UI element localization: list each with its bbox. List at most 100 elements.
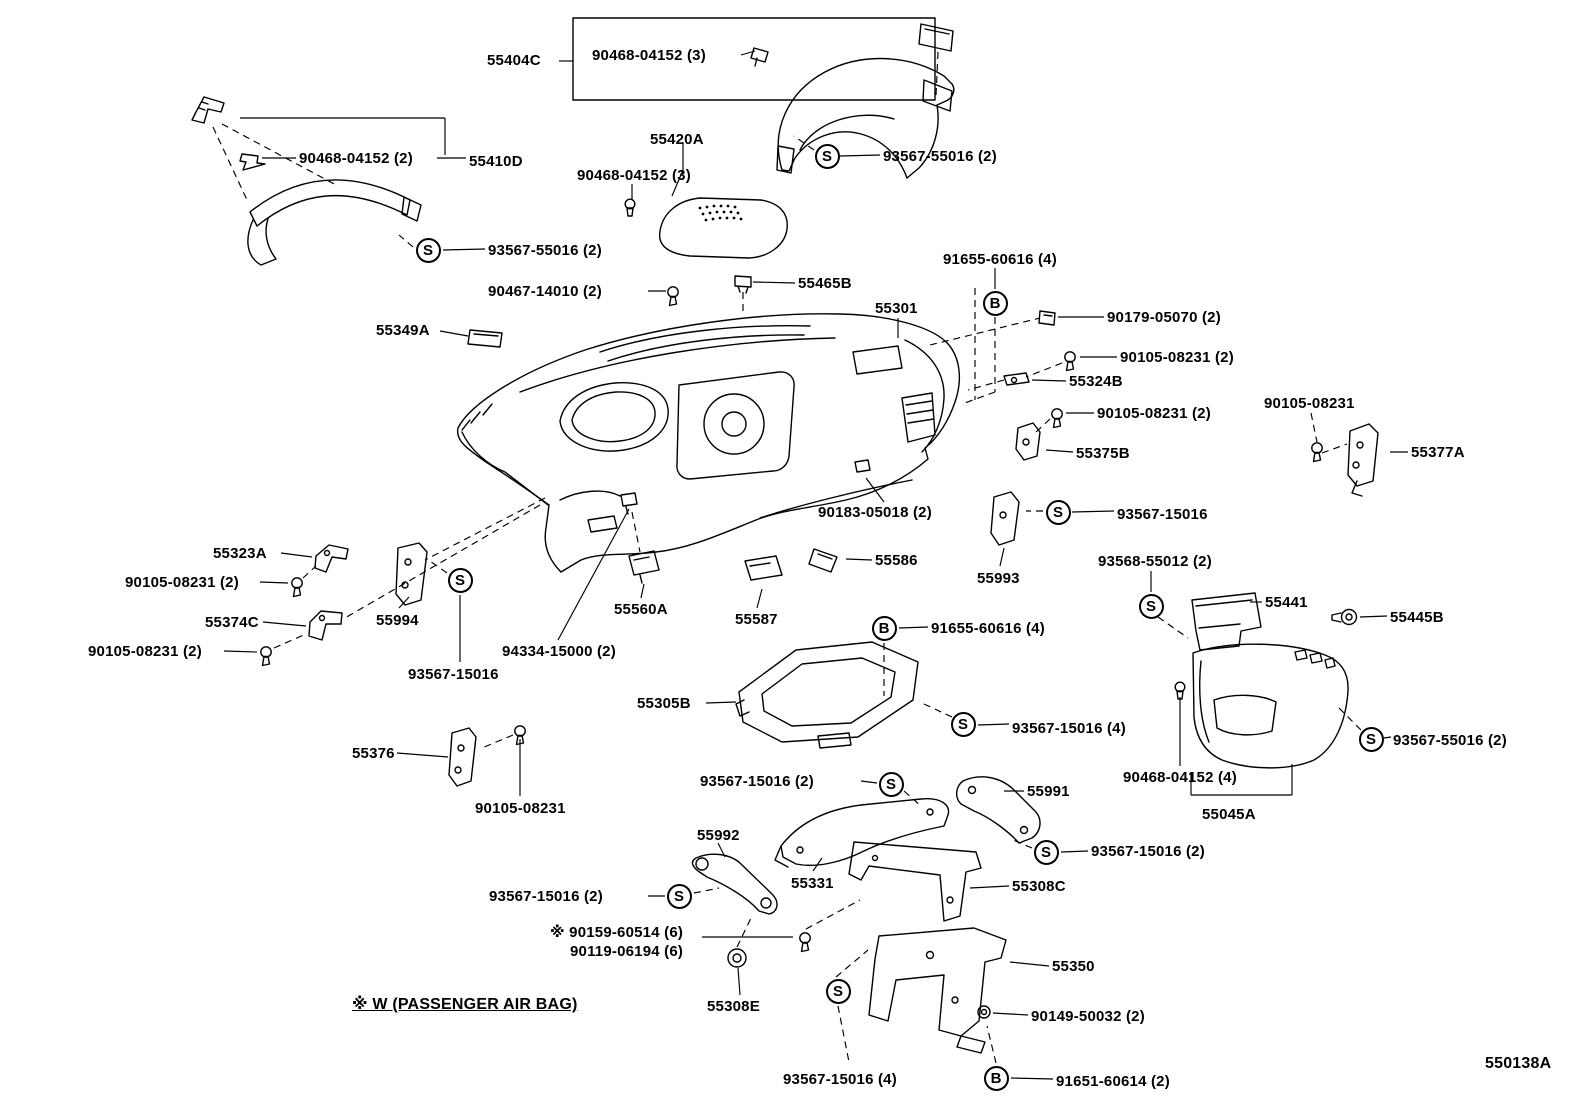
part-55445B-knob: [1331, 608, 1358, 626]
part-55323A-bracket: [314, 544, 349, 573]
part-label-91655-60616-4: 91655-60616 (4): [931, 620, 1045, 637]
part-55305B-glove-frame: [735, 641, 919, 749]
part-label-90179-05070-2: 90179-05070 (2): [1107, 309, 1221, 326]
part-label-90468-04152-3: 90468-04152 (3): [577, 167, 691, 184]
part-55586-wedge: [808, 548, 838, 573]
part-label-55350: 55350: [1052, 958, 1095, 975]
leader-line: [396, 752, 449, 758]
part-55410D-garnish: [191, 96, 422, 266]
part-label-55323A: 55323A: [213, 545, 267, 562]
part-label-91651-60614-2: 91651-60614 (2): [1056, 1073, 1170, 1090]
bolt-icon: [1064, 351, 1076, 372]
part-label-55045A: 55045A: [1202, 806, 1256, 823]
part-label-55441: 55441: [1265, 594, 1308, 611]
assembly-dashed-line: [929, 317, 1041, 346]
part-label-93567-15016-2: 93567-15016 (2): [489, 888, 603, 905]
part-55374C-bracket: [308, 610, 343, 641]
part-label-90105-08231: 90105-08231: [475, 800, 566, 817]
part-label-55305B: 55305B: [637, 695, 691, 712]
speaker-grille-holes: [698, 204, 743, 222]
assembly-dashed-line: [1335, 704, 1362, 731]
part-55045A-lower-panel: [1192, 643, 1349, 769]
part-55993-bracket: [990, 491, 1020, 546]
part-55587-box: [744, 555, 783, 581]
part-label-55308C: 55308C: [1012, 878, 1066, 895]
assembly-dashed-line: [212, 126, 249, 203]
fastener-callout-S: S: [1045, 499, 1071, 525]
assembly-dashed-line: [805, 899, 861, 930]
part-label-90468-04152-3: 90468-04152 (3): [592, 47, 706, 64]
assembly-dashed-line: [1157, 616, 1189, 639]
diagram-code: 550138A: [1485, 1055, 1552, 1072]
part-55991-brace: [956, 776, 1041, 844]
part-label-90467-14010-2: 90467-14010 (2): [488, 283, 602, 300]
part-label-55465B: 55465B: [798, 275, 852, 292]
leader-line: [992, 1012, 1029, 1016]
leader-lines: [212, 50, 1408, 1080]
leader-line: [839, 154, 881, 157]
part-55376-bracket: [448, 727, 477, 787]
fastener-callout-S: S: [1033, 839, 1059, 865]
part-label-55376: 55376: [352, 745, 395, 762]
assembly-dashed-line: [903, 790, 922, 807]
fastener-callout-S: S: [825, 978, 851, 1004]
part-55308C-bracket: [848, 841, 982, 922]
part-label-90105-08231-2: 90105-08231 (2): [125, 574, 239, 591]
part-55350-brace: [868, 927, 1007, 1054]
leader-line: [1031, 379, 1067, 382]
part-label-55331: 55331: [791, 875, 834, 892]
part-55560A-box: [628, 550, 660, 584]
assembly-dashed-line: [424, 497, 546, 561]
leader-line: [865, 477, 885, 503]
part-label-90468-04152-4: 90468-04152 (4): [1123, 769, 1237, 786]
assembly-dashed-line: [1310, 412, 1318, 443]
part-55301-instrument-panel: [456, 313, 961, 573]
assembly-dashed-line: [835, 949, 869, 978]
part-55992-rod: [691, 853, 778, 915]
leader-line: [262, 621, 307, 627]
leader-line: [977, 723, 1010, 726]
part-label-90105-08231-2: 90105-08231 (2): [1097, 405, 1211, 422]
part-90179-clip: [1038, 310, 1056, 326]
part-label-55991: 55991: [1027, 783, 1070, 800]
leader-line: [259, 581, 289, 584]
part-label-93567-55016-2: 93567-55016 (2): [883, 148, 997, 165]
assembly-dashed-line: [1321, 443, 1348, 454]
assembly-dashed-line: [967, 379, 1005, 391]
assembly-dashed-line: [1012, 839, 1033, 849]
part-label-90468-04152-2: 90468-04152 (2): [299, 150, 413, 167]
bolt-icon: [799, 932, 811, 953]
clip-icon: [624, 198, 636, 217]
leader-line: [1009, 961, 1050, 967]
bolt-icon: [1051, 408, 1063, 429]
part-55349A-pad: [467, 329, 503, 348]
assembly-dashed-line: [302, 565, 317, 579]
bolt-icon: [260, 646, 272, 667]
leader-line: [640, 583, 645, 599]
assembly-dashed-line: [736, 915, 753, 948]
leader-line: [1060, 850, 1089, 853]
fastener-callout-B: B: [871, 615, 897, 641]
fastener-callout-S: S: [666, 883, 692, 909]
part-label-55992: 55992: [697, 827, 740, 844]
leader-line: [1010, 1077, 1054, 1080]
leader-line: [1359, 615, 1388, 618]
part-label-93567-15016-4: 93567-15016 (4): [783, 1071, 897, 1088]
part-label-93567-15016: 93567-15016: [1117, 506, 1208, 523]
leader-line: [756, 588, 763, 609]
part-label-55560A: 55560A: [614, 601, 668, 618]
leader-line: [898, 626, 929, 629]
part-55404C-defroster-garnish: [572, 17, 936, 101]
assembly-dashed-line: [481, 734, 514, 749]
leader-line: [671, 169, 684, 197]
assembly-dashed-line: [398, 234, 414, 248]
part-label-93567-55016-2: 93567-55016 (2): [488, 242, 602, 259]
leader-line: [737, 967, 741, 996]
part-label-55587: 55587: [735, 611, 778, 628]
part-label-90105-08231: 90105-08231: [1264, 395, 1355, 412]
part-label-55994: 55994: [376, 612, 419, 629]
leader-line: [752, 281, 796, 284]
assembly-dashed-line: [429, 560, 448, 574]
part-label-93567-15016-2: 93567-15016 (2): [1091, 843, 1205, 860]
